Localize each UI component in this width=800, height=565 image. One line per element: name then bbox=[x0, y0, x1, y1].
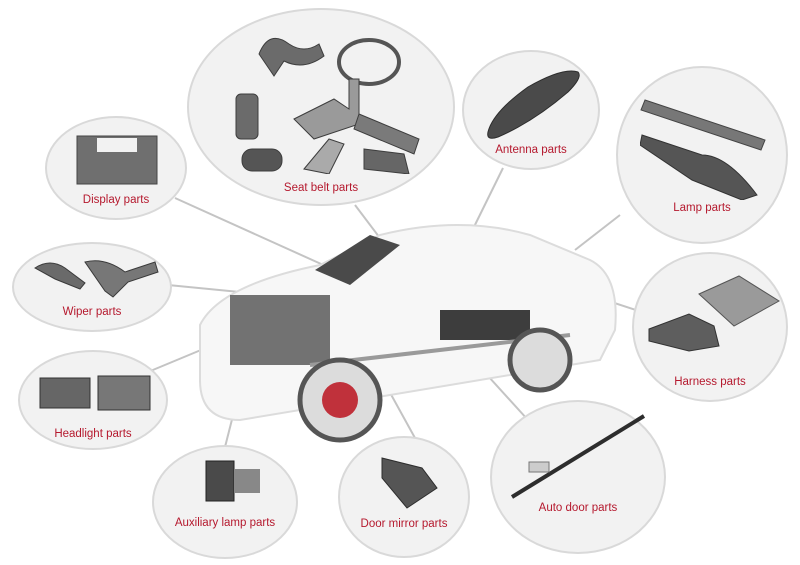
headlight-parts-image bbox=[39, 375, 151, 411]
lamp-parts-bubble[interactable]: Lamp parts bbox=[616, 66, 788, 244]
seat-belt-parts-bubble[interactable]: Seat belt parts bbox=[187, 8, 455, 206]
wiper-parts-label: Wiper parts bbox=[62, 306, 122, 318]
auxiliary-lamp-parts-bubble[interactable]: Auxiliary lamp parts bbox=[152, 445, 298, 559]
display-parts-image bbox=[76, 135, 158, 185]
line-antenna bbox=[469, 167, 504, 236]
headlight-parts-label: Headlight parts bbox=[54, 428, 132, 440]
car-cutaway-image bbox=[199, 224, 617, 443]
display-parts-bubble[interactable]: Display parts bbox=[45, 116, 187, 220]
door-mirror-parts-image bbox=[381, 457, 438, 509]
headlight-parts-bubble[interactable]: Headlight parts bbox=[18, 350, 168, 450]
door-mirror-parts-label: Door mirror parts bbox=[360, 518, 448, 530]
antenna-parts-bubble[interactable]: Antenna parts bbox=[462, 50, 600, 170]
harness-parts-image bbox=[648, 275, 780, 352]
display-parts-label: Display parts bbox=[82, 194, 150, 206]
auxiliary-lamp-parts-label: Auxiliary lamp parts bbox=[174, 517, 276, 529]
harness-parts-bubble[interactable]: Harness parts bbox=[632, 252, 788, 402]
auto-door-parts-label: Auto door parts bbox=[538, 502, 618, 514]
line-lamp bbox=[574, 214, 621, 251]
wiper-parts-image bbox=[34, 260, 159, 298]
lamp-parts-label: Lamp parts bbox=[673, 202, 731, 214]
auto-door-parts-image bbox=[510, 414, 646, 499]
antenna-parts-label: Antenna parts bbox=[495, 144, 567, 156]
line-display bbox=[174, 197, 331, 269]
auto-door-parts-bubble[interactable]: Auto door parts bbox=[490, 400, 666, 554]
lamp-parts-image bbox=[640, 99, 766, 200]
seat-belt-parts-label: Seat belt parts bbox=[283, 182, 359, 194]
wiper-parts-bubble[interactable]: Wiper parts bbox=[12, 242, 172, 332]
seat-belt-parts-image bbox=[235, 37, 420, 174]
harness-parts-label: Harness parts bbox=[674, 376, 746, 388]
door-mirror-parts-bubble[interactable]: Door mirror parts bbox=[338, 436, 470, 558]
antenna-parts-image bbox=[487, 70, 580, 139]
auxiliary-lamp-parts-image bbox=[205, 460, 260, 502]
